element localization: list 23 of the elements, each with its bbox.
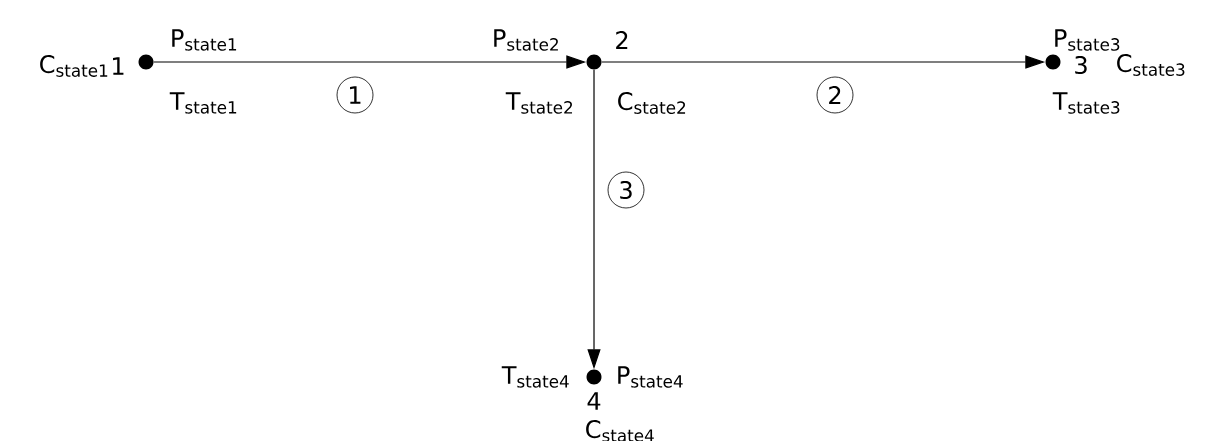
node-label: C$_{state2}$ bbox=[618, 92, 686, 114]
node-label: T$_{state3}$ bbox=[1052, 92, 1120, 114]
node-label: 2 bbox=[616, 31, 628, 49]
node-label: P$_{state4}$ bbox=[618, 366, 683, 388]
node-label: C$_{state1}$ bbox=[40, 55, 108, 77]
junction-dot bbox=[586, 54, 602, 70]
junction-dot bbox=[1045, 54, 1061, 70]
node-label: P$_{state2}$ bbox=[494, 29, 558, 51]
edge-label: 1 bbox=[336, 76, 374, 114]
edge-label: 2 bbox=[816, 76, 854, 114]
node-label: 4 bbox=[587, 392, 601, 410]
edge-label: 3 bbox=[607, 171, 645, 209]
junction-dot bbox=[138, 54, 154, 70]
node-label: 3 bbox=[1075, 55, 1087, 75]
node-label: T$_{state2}$ bbox=[505, 92, 572, 114]
junction-dot bbox=[586, 369, 602, 385]
node-label: T$_{state4}$ bbox=[501, 366, 569, 388]
node-label: T$_{state1}$ bbox=[169, 92, 237, 114]
node-label: 1 bbox=[113, 57, 124, 75]
node-label: C$_{state3}$ bbox=[1117, 54, 1185, 76]
node-label: C$_{state4}$ bbox=[586, 420, 654, 441]
node-label: P$_{state3}$ bbox=[1055, 29, 1120, 51]
node-label: P$_{state1}$ bbox=[172, 29, 237, 51]
